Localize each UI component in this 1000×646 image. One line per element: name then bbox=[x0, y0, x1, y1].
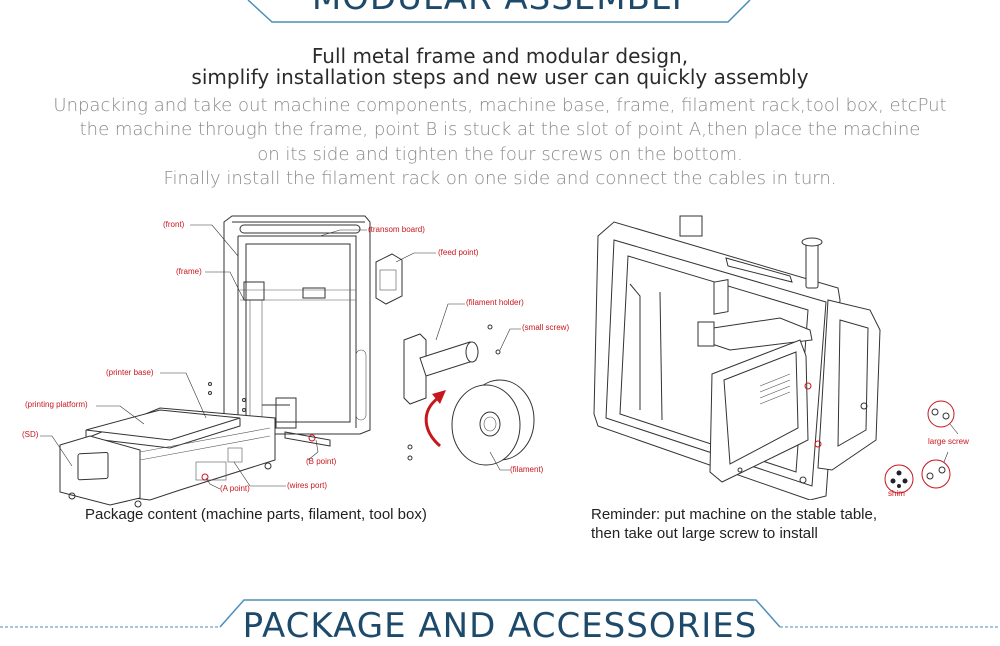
filament-holder-illustration bbox=[403, 324, 501, 461]
left-assembly-diagram: (front) (frame) (printer base) (printing… bbox=[22, 215, 569, 508]
left-caption: Package content (machine parts, filament… bbox=[85, 506, 427, 523]
label-front: (front) bbox=[163, 220, 185, 229]
right-caption-line-2: then take out large screw to install bbox=[591, 525, 818, 542]
label-a-point: (A point) bbox=[220, 484, 250, 493]
label-feed-point: (feed point) bbox=[438, 248, 479, 257]
machine-on-side-illustration bbox=[593, 215, 881, 500]
description-line-1: Unpacking and take out machine component… bbox=[53, 95, 947, 116]
label-wires-port: (wires port) bbox=[287, 481, 327, 490]
label-large-screw: large screw bbox=[928, 437, 969, 446]
frame-illustration bbox=[223, 215, 403, 435]
description-line-3: on its side and tighten the four screws … bbox=[257, 144, 743, 165]
top-banner-title: MODULAR ASSEMBLY bbox=[0, 0, 1000, 18]
label-printer-base: (printer base) bbox=[106, 368, 154, 377]
right-assembly-diagram: large screw shim bbox=[593, 215, 969, 500]
label-transom-board: (transom board) bbox=[368, 225, 425, 234]
label-sd: (SD) bbox=[22, 430, 39, 439]
label-filament-holder: (filament holder) bbox=[466, 298, 524, 307]
right-caption-line-1: Reminder: put machine on the stable tabl… bbox=[591, 506, 878, 523]
description-line-2: the machine through the frame, point B i… bbox=[79, 119, 921, 140]
headline-line-2: simplify installation steps and new user… bbox=[191, 65, 809, 89]
label-frame: (frame) bbox=[176, 267, 202, 276]
top-banner-frame bbox=[247, 0, 751, 23]
label-b-point: (B point) bbox=[306, 457, 337, 466]
filament-spool-illustration bbox=[451, 379, 535, 466]
bottom-banner-title: PACKAGE AND ACCESSORIES bbox=[242, 606, 758, 646]
label-shim: shim bbox=[888, 489, 905, 498]
label-filament: (filament) bbox=[510, 465, 544, 474]
description-line-4: Finally install the filament rack on one… bbox=[163, 168, 837, 189]
bottom-banner-frame bbox=[0, 599, 1000, 628]
label-printing-platform: (printing platform) bbox=[25, 400, 88, 409]
label-small-screw: (small screw) bbox=[522, 323, 569, 332]
headline-line-1: Full metal frame and modular design, bbox=[311, 44, 689, 68]
printer-base-illustration bbox=[59, 382, 331, 508]
